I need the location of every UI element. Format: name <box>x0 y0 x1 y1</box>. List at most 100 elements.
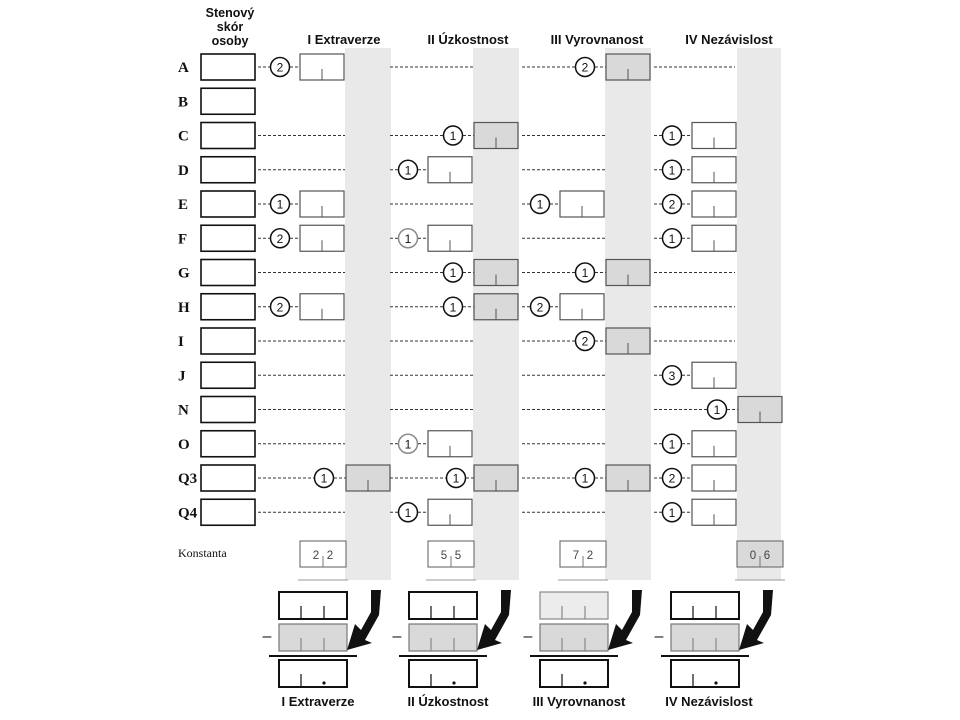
arrow-icon <box>739 590 773 650</box>
weight-circle <box>269 296 291 317</box>
result-block-4: –IV Nezávislost <box>655 590 773 709</box>
result-box[interactable] <box>278 659 348 688</box>
weight-value: 2 <box>669 198 676 212</box>
raw-score-input[interactable] <box>200 224 256 253</box>
decimal-point <box>714 681 718 685</box>
weight-circle <box>397 228 419 249</box>
raw-score-header-line-1: Stenový <box>206 6 255 20</box>
constant-digit-1: 0 <box>750 550 756 562</box>
weight-value: 1 <box>714 403 721 417</box>
weight-value: 3 <box>669 369 676 383</box>
weight-circle <box>661 502 683 523</box>
result-box[interactable] <box>539 659 609 688</box>
weight-value: 1 <box>669 506 676 520</box>
weight-value: 1 <box>537 198 544 212</box>
shade-strip-4 <box>737 48 781 580</box>
result-box[interactable] <box>408 659 478 688</box>
weight-value: 1 <box>450 129 457 143</box>
factor-label: I <box>178 334 184 350</box>
factor-label: Q4 <box>178 505 198 521</box>
raw-score-input[interactable] <box>200 155 256 184</box>
sum-box[interactable] <box>278 591 348 620</box>
factor-label: G <box>178 266 190 282</box>
raw-score-input[interactable] <box>200 190 256 218</box>
weighted-score-box[interactable] <box>691 430 737 458</box>
raw-score-input[interactable] <box>200 361 256 390</box>
weight-circle <box>661 433 683 454</box>
weight-value: 2 <box>277 61 284 75</box>
weight-circle <box>529 296 551 317</box>
weight-value: 1 <box>669 437 676 451</box>
result-label: I Extraverze <box>282 694 355 709</box>
subtract-box[interactable] <box>670 623 740 652</box>
weight-circle <box>269 193 291 215</box>
raw-score-header-line-3: osoby <box>212 34 249 48</box>
weight-circle <box>574 330 596 352</box>
factor-label: F <box>178 231 187 247</box>
factor-label: Q3 <box>178 471 197 487</box>
result-block-2: –II Úzkostnost <box>393 590 511 709</box>
factor-label: N <box>178 403 189 419</box>
raw-score-input[interactable] <box>200 292 256 321</box>
weight-value: 2 <box>669 472 676 486</box>
weight-circle <box>574 56 596 78</box>
weight-circle <box>442 125 464 146</box>
weight-value: 1 <box>450 300 457 314</box>
decimal-point <box>583 681 587 685</box>
decimal-point <box>322 681 326 685</box>
weight-circle <box>269 56 291 78</box>
raw-score-input[interactable] <box>200 464 256 492</box>
raw-score-input[interactable] <box>200 121 256 150</box>
weight-value: 2 <box>277 300 284 314</box>
raw-score-input[interactable] <box>200 429 256 458</box>
weight-value: 1 <box>669 129 676 143</box>
sum-box[interactable] <box>539 591 609 620</box>
raw-score-input[interactable] <box>200 395 256 424</box>
factor-label: E <box>178 197 188 213</box>
weight-circle <box>445 467 467 489</box>
weight-value: 1 <box>582 472 589 486</box>
weight-value: 2 <box>582 61 589 75</box>
raw-score-input[interactable] <box>200 87 256 116</box>
result-label: II Úzkostnost <box>408 694 490 709</box>
minus-sign: – <box>524 628 533 645</box>
factor-row-b: B <box>178 87 256 116</box>
weight-circle <box>397 433 419 454</box>
arrow-icon <box>608 590 642 650</box>
weight-value: 2 <box>537 300 544 314</box>
weighted-score-box[interactable] <box>473 293 519 321</box>
factor-label: D <box>178 163 189 179</box>
weight-circle <box>269 228 291 249</box>
raw-score-input[interactable] <box>200 327 256 355</box>
weight-value: 1 <box>405 232 412 246</box>
weight-circle <box>661 125 683 146</box>
constant-digit-1: 7 <box>573 550 579 562</box>
weight-circle <box>397 159 419 180</box>
subtract-box[interactable] <box>278 623 348 652</box>
weight-value: 1 <box>582 266 589 280</box>
raw-score-input[interactable] <box>200 498 256 527</box>
result-label: III Vyrovnanost <box>533 694 626 709</box>
result-box[interactable] <box>670 659 740 688</box>
sum-box[interactable] <box>670 591 740 620</box>
column-header-vyrovnanost: III Vyrovnanost <box>551 32 644 47</box>
raw-score-input[interactable] <box>200 53 256 81</box>
raw-score-input[interactable] <box>200 258 256 287</box>
constant-digit-2: 2 <box>327 550 333 562</box>
subtract-box[interactable] <box>408 623 478 652</box>
subtract-box[interactable] <box>539 623 609 652</box>
column-header-uzkostnost: II Úzkostnost <box>428 32 510 47</box>
raw-score-header: Stenový skór osoby <box>206 6 255 48</box>
sum-box[interactable] <box>408 591 478 620</box>
